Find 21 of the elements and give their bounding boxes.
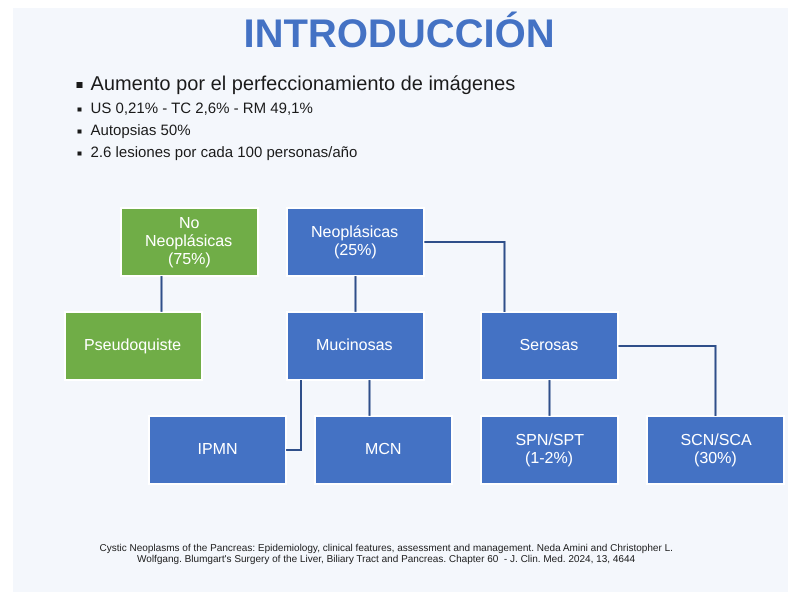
node-box: SCN/SCA (30%) [646, 415, 784, 485]
node-box: Serosas [480, 311, 618, 381]
connector [618, 345, 716, 416]
node-box: MCN [314, 415, 452, 485]
connector [160, 276, 162, 312]
connector [548, 380, 550, 416]
label: Autopsias 50% [90, 122, 190, 139]
connector [424, 241, 505, 312]
node-box: IPMN [148, 415, 286, 485]
connector [354, 276, 356, 312]
node-box: No Neoplásicas (75%) [120, 207, 258, 277]
label: US 0,21% - TC 2,6% - RM 49,1% [90, 100, 312, 117]
label: Aumento por el perfeccionamiento de imágenes [90, 73, 515, 95]
node-box: Mucinosas [286, 311, 424, 381]
diagram-title: INTRODUCCIÓN [243, 12, 554, 56]
node-box: Neoplásicas (25%) [286, 207, 424, 277]
node-box: SPN/SPT (1-2%) [480, 415, 618, 485]
label: 2.6 lesiones por cada 100 personas/año [90, 144, 357, 161]
connector [368, 380, 370, 416]
caption: Cystic Neoplasms of the Pancreas: Epidemiology, clinical features, assessment and management. Neda Amini and Christopher L. Wolfgang. Blumgart's Surgery of the Liver, Biliary Tract and Pancreas. Chapter 60 - J. Clin. Med. 2024, 13, 4644 [99, 543, 672, 565]
node-box: Pseudoquiste [64, 311, 202, 381]
